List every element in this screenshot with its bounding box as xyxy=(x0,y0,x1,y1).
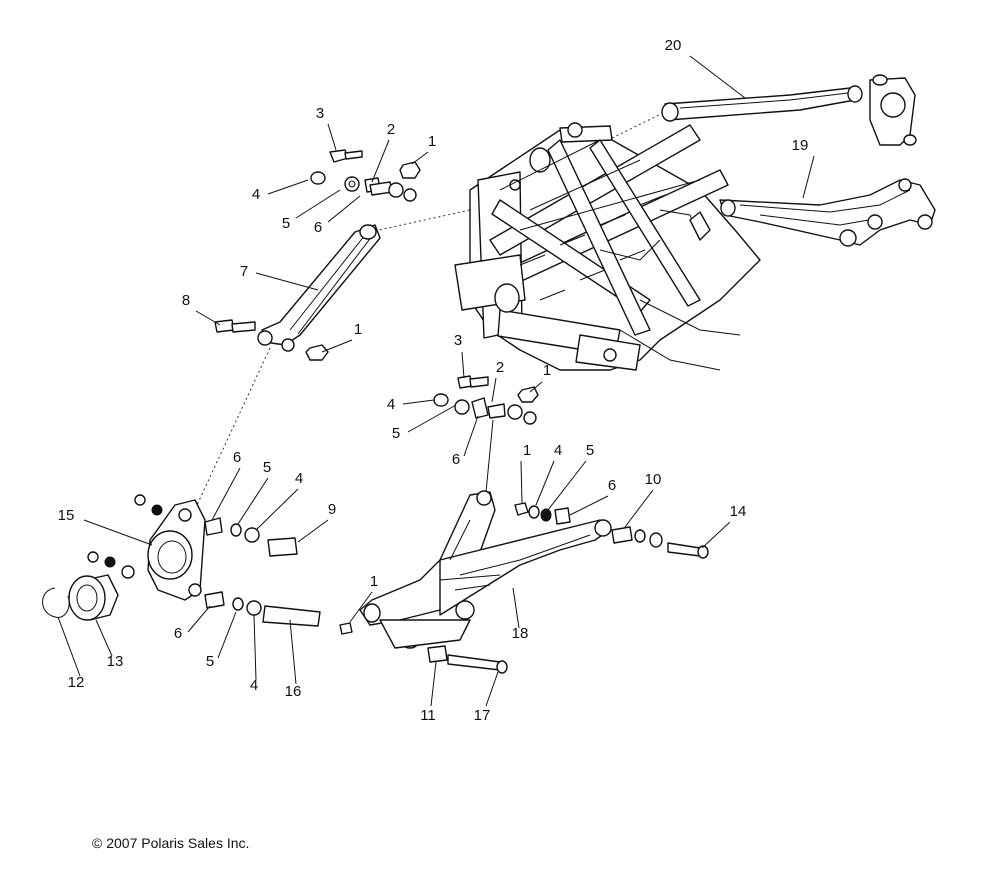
callout-c6e: 6 xyxy=(174,625,182,642)
part-15-knuckle xyxy=(87,494,206,601)
callout-c6b: 6 xyxy=(452,451,460,468)
callout-c1b: 1 xyxy=(354,321,362,338)
callout-c4c: 4 xyxy=(295,470,303,487)
callout-c18: 18 xyxy=(512,625,529,642)
callout-c5c: 5 xyxy=(263,459,271,476)
part-7-radius-rod xyxy=(257,224,381,352)
hardware-right xyxy=(339,502,709,674)
callout-c19: 19 xyxy=(792,137,809,154)
callout-c10: 10 xyxy=(645,471,662,488)
callout-c5e: 5 xyxy=(206,653,214,670)
callout-c3a: 3 xyxy=(316,105,324,122)
callout-c5b: 5 xyxy=(392,425,400,442)
part-19-rear-arm xyxy=(719,178,936,247)
frame-assembly xyxy=(454,122,761,371)
callout-c1e: 1 xyxy=(370,573,378,590)
part-13-bearing xyxy=(68,574,119,621)
callout-c1a: 1 xyxy=(428,133,436,150)
callout-c15: 15 xyxy=(58,507,75,524)
callout-c7: 7 xyxy=(240,263,248,280)
callout-c3b: 3 xyxy=(454,332,462,349)
callout-c9: 9 xyxy=(328,501,336,518)
callout-c4a: 4 xyxy=(252,186,260,203)
hardware-middle xyxy=(433,375,539,425)
callout-c5a: 5 xyxy=(282,215,290,232)
callout-c6c: 6 xyxy=(233,449,241,466)
callout-c1d: 1 xyxy=(523,442,531,459)
callout-c8: 8 xyxy=(182,292,190,309)
callout-c2b: 2 xyxy=(496,359,504,376)
callout-c4d: 4 xyxy=(554,442,562,459)
callout-c13: 13 xyxy=(107,653,124,670)
callout-c16: 16 xyxy=(285,683,302,700)
callout-c12: 12 xyxy=(68,674,85,691)
callout-c20: 20 xyxy=(665,37,682,54)
callout-c5d: 5 xyxy=(586,442,594,459)
callout-c1c: 1 xyxy=(543,362,551,379)
part-20-rear-upper-link xyxy=(661,74,917,146)
alignment-lines xyxy=(189,111,666,521)
copyright-text: © 2007 Polaris Sales Inc. xyxy=(92,835,250,851)
hardware-lower-left xyxy=(204,517,321,627)
callout-c4e: 4 xyxy=(250,677,258,694)
callout-c6d: 6 xyxy=(608,477,616,494)
hardware-upper-left xyxy=(214,149,421,361)
callout-c6a: 6 xyxy=(314,219,322,236)
part-12-snap-ring xyxy=(42,587,70,618)
part-18-lower-a-arm xyxy=(359,490,612,649)
callout-c14: 14 xyxy=(730,503,747,520)
leader-lines xyxy=(57,55,815,707)
callout-c17: 17 xyxy=(474,707,491,724)
callout-c11: 11 xyxy=(420,707,436,724)
callout-c2a: 2 xyxy=(387,121,395,138)
callout-c4b: 4 xyxy=(387,396,395,413)
